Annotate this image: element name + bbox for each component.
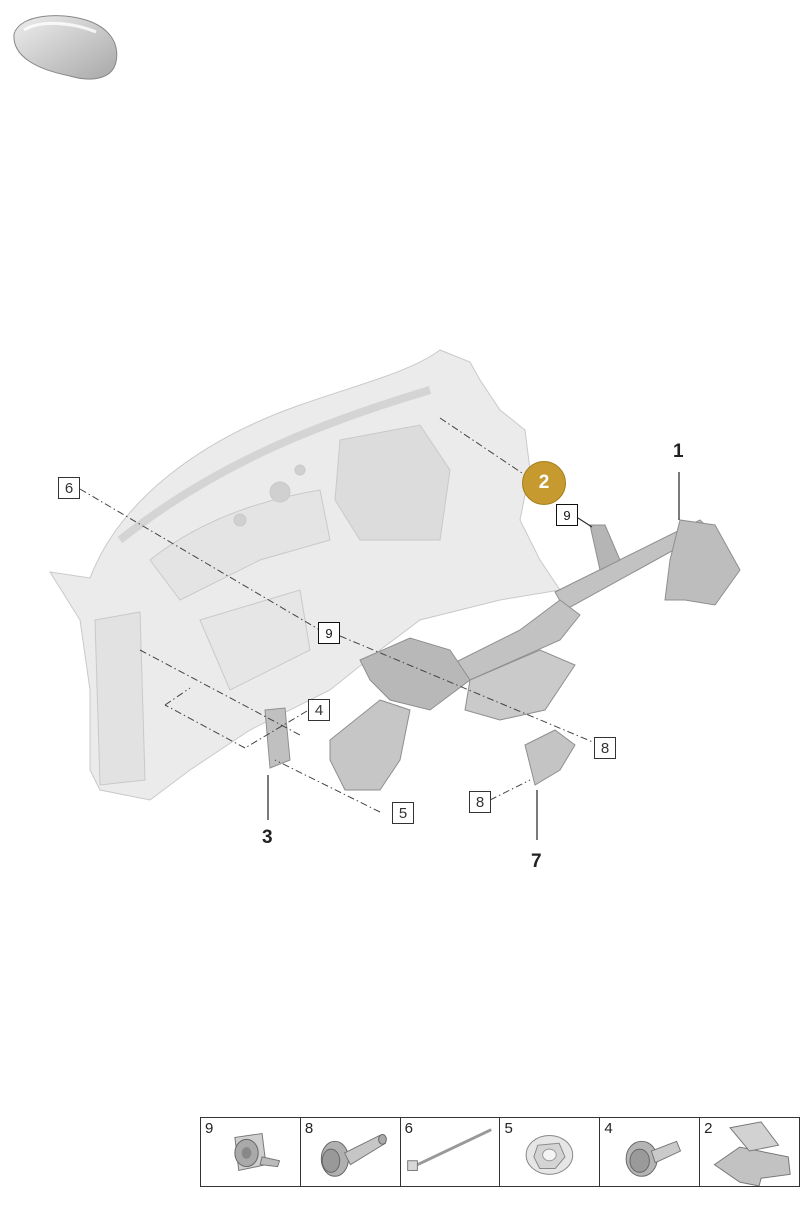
part-number-3: 3 [262, 827, 273, 848]
cross-member-illustration [264, 519, 741, 791]
legend-cell-5[interactable]: 5 [500, 1118, 601, 1186]
callout-8-right: 8 [594, 737, 616, 759]
vehicle-thumbnail-icon [13, 15, 118, 80]
clip-nut-icon [234, 1132, 281, 1172]
legend-label: 6 [404, 1120, 413, 1137]
callout-9-middle: 9 [318, 622, 340, 644]
highlighted-part-marker[interactable]: 2 [522, 461, 566, 505]
legend-label: 9 [205, 1120, 214, 1137]
callout-6: 6 [58, 477, 80, 499]
parts-legend: 9 8 6 5 4 [200, 1117, 800, 1187]
short-bolt-icon [625, 1140, 682, 1177]
legend-label: 8 [304, 1120, 314, 1137]
bracket-plate-icon [713, 1121, 791, 1186]
callout-4: 4 [308, 699, 330, 721]
legend-cell-8[interactable]: 8 [301, 1118, 401, 1186]
legend-label: 2 [704, 1120, 713, 1137]
dash-dot-leader-lines [79, 417, 601, 813]
legend-label: 5 [504, 1120, 513, 1137]
flange-nut-icon [526, 1135, 574, 1175]
legend-label: 4 [604, 1120, 613, 1137]
body-shell-illustration [49, 349, 561, 801]
legend-cell-9[interactable]: 9 [201, 1118, 301, 1186]
part-number-7: 7 [531, 851, 542, 872]
long-threaded-rod-icon [406, 1128, 492, 1171]
legend-cell-6[interactable]: 6 [401, 1118, 501, 1186]
part-number-1: 1 [673, 441, 684, 462]
solid-leader-lines [267, 472, 680, 840]
legend-cell-2[interactable]: 2 [700, 1118, 799, 1186]
callout-5: 5 [392, 802, 414, 824]
callout-8-lower: 8 [469, 791, 491, 813]
legend-cell-4[interactable]: 4 [600, 1118, 701, 1186]
callout-9-top: 9 [556, 504, 578, 526]
bolt-with-collar-icon [320, 1134, 387, 1177]
